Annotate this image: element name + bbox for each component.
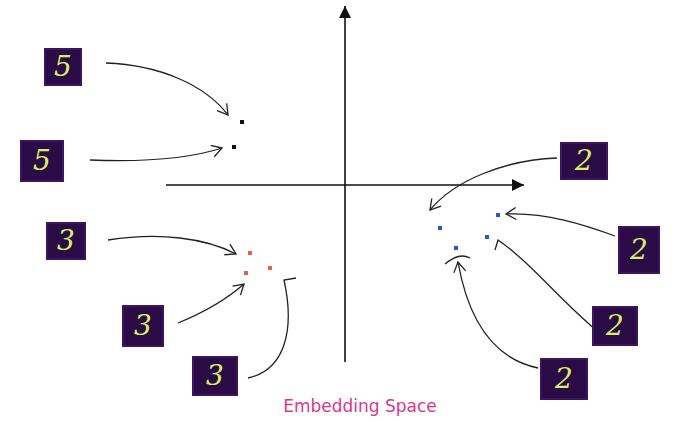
digit-glyph: 3 [134,312,152,340]
digit-thumbnail: 2 [540,358,588,400]
digit-glyph: 3 [206,362,224,390]
axes [166,6,524,362]
digit-glyph: 3 [57,227,75,255]
digit-thumbnail: 5 [44,48,82,86]
digit-thumbnail: 3 [192,356,238,396]
digit-glyph: 5 [33,147,51,175]
digit-thumbnail: 2 [592,306,638,346]
digit-thumbnail: 5 [20,140,64,182]
digit-glyph: 2 [606,312,624,340]
digit-glyph: 2 [575,147,593,175]
digit-glyph: 5 [54,53,72,81]
pointer-arrows [90,63,615,378]
digit-glyph: 2 [630,236,648,264]
embedding-points [232,120,500,275]
axis-caption: Embedding Space [283,396,437,416]
digit-thumbnail: 3 [122,305,164,347]
digit-glyph: 2 [555,365,573,393]
digit-thumbnail: 2 [618,226,660,274]
digit-thumbnail: 3 [46,222,86,260]
digit-thumbnail: 2 [560,142,608,180]
